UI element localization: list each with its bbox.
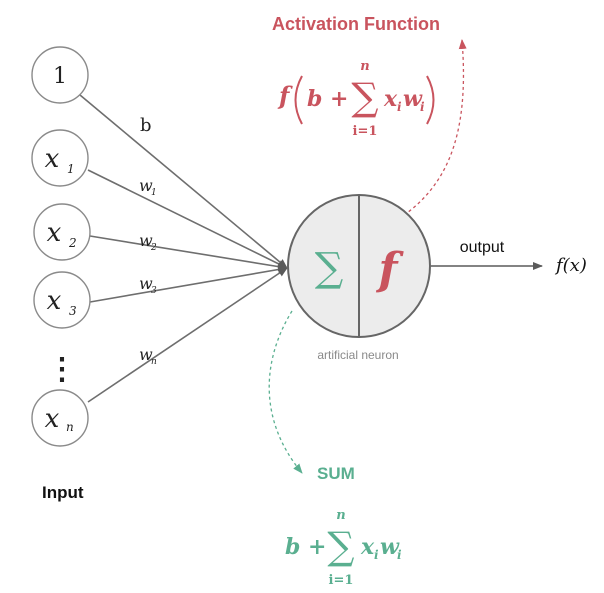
neuron-caption: artificial neuron: [317, 348, 398, 362]
weight-w3: w 3: [139, 274, 157, 296]
weight-wn: w n: [139, 345, 157, 367]
input-sub-x2: 2: [68, 236, 77, 250]
weight-labels: b w 1 w 2 w 3 w n: [139, 115, 157, 367]
weight-wn-base: w: [139, 345, 153, 364]
input-node-xn: x n: [31, 389, 89, 447]
activation-sum-sign: ∑: [351, 75, 378, 119]
weight-w1-base: w: [139, 176, 153, 195]
sum-formula-top: n: [336, 508, 345, 523]
weight-wn-sub: n: [151, 357, 157, 367]
input-label-1: 1: [53, 64, 67, 89]
activation-term-x: x: [383, 86, 398, 112]
weight-w3-sub: 3: [151, 286, 157, 296]
input-connections: [79, 94, 288, 403]
input-sub-x1: 1: [67, 162, 75, 176]
input-node-x3: x 3: [33, 271, 91, 329]
input-label-xn: x: [45, 404, 60, 434]
activation-sum-top: n: [360, 59, 369, 74]
weight-w3-base: w: [139, 274, 153, 293]
sum-term-x: x: [360, 534, 375, 560]
sum-term-w: w: [380, 534, 400, 560]
input-sub-x3: 3: [69, 304, 77, 318]
sum-term-wi: i: [397, 548, 402, 562]
sum-title: SUM: [317, 464, 355, 483]
activation-term-w: w: [403, 86, 423, 112]
sum-formula-b: b +: [285, 534, 326, 560]
activation-dashed-arrow: [393, 39, 467, 223]
vertical-ellipsis: ⋮: [47, 352, 77, 387]
input-label-x2: x: [47, 218, 62, 248]
weight-w1: w 1: [139, 176, 157, 198]
input-node-x1: x 1: [31, 129, 89, 187]
input-node-x2: x 2: [33, 203, 91, 261]
weight-w2-base: w: [139, 231, 153, 250]
activation-formula-b: b +: [307, 86, 348, 112]
weight-w1-sub: 1: [151, 188, 157, 198]
input-label-x1: x: [45, 144, 60, 174]
connection-xn: [87, 267, 288, 403]
artificial-neuron: ∑ f: [287, 194, 431, 338]
activation-title: Activation Function: [272, 14, 440, 34]
connection-x3: [89, 265, 288, 303]
sum-formula-sign: ∑: [327, 524, 354, 568]
activation-formula: f b + n ∑ i=1 x i w i: [277, 59, 435, 139]
sum-dashed-arrow: [268, 310, 303, 474]
weight-w2-sub: 2: [150, 243, 157, 253]
paren-left: [294, 75, 303, 125]
sum-symbol-icon: ∑: [315, 245, 344, 291]
connection-1: [79, 94, 288, 269]
activation-term-xi: i: [397, 100, 402, 114]
input-sub-xn: n: [66, 420, 74, 434]
input-nodes: 1 x 1 x 2 x 3 ⋮ x n: [31, 46, 91, 447]
connection-x1: [87, 169, 288, 269]
weight-w2: w 2: [139, 231, 157, 253]
output-expression: f(x): [554, 255, 587, 276]
input-label-x3: x: [47, 286, 62, 316]
weight-b: b: [140, 115, 152, 136]
sum-term-xi: i: [374, 548, 379, 562]
output-label: output: [460, 239, 505, 256]
connection-x2: [89, 235, 288, 271]
input-node-1: 1: [31, 46, 89, 104]
activation-sum-bottom: i=1: [353, 124, 378, 139]
sum-formula: b + n ∑ i=1 x i w i: [285, 508, 402, 588]
sum-formula-bottom: i=1: [329, 573, 354, 588]
paren-right: [426, 75, 435, 125]
activation-term-wi: i: [420, 100, 425, 114]
input-heading: Input: [42, 483, 84, 502]
activation-formula-f: f: [277, 81, 293, 110]
